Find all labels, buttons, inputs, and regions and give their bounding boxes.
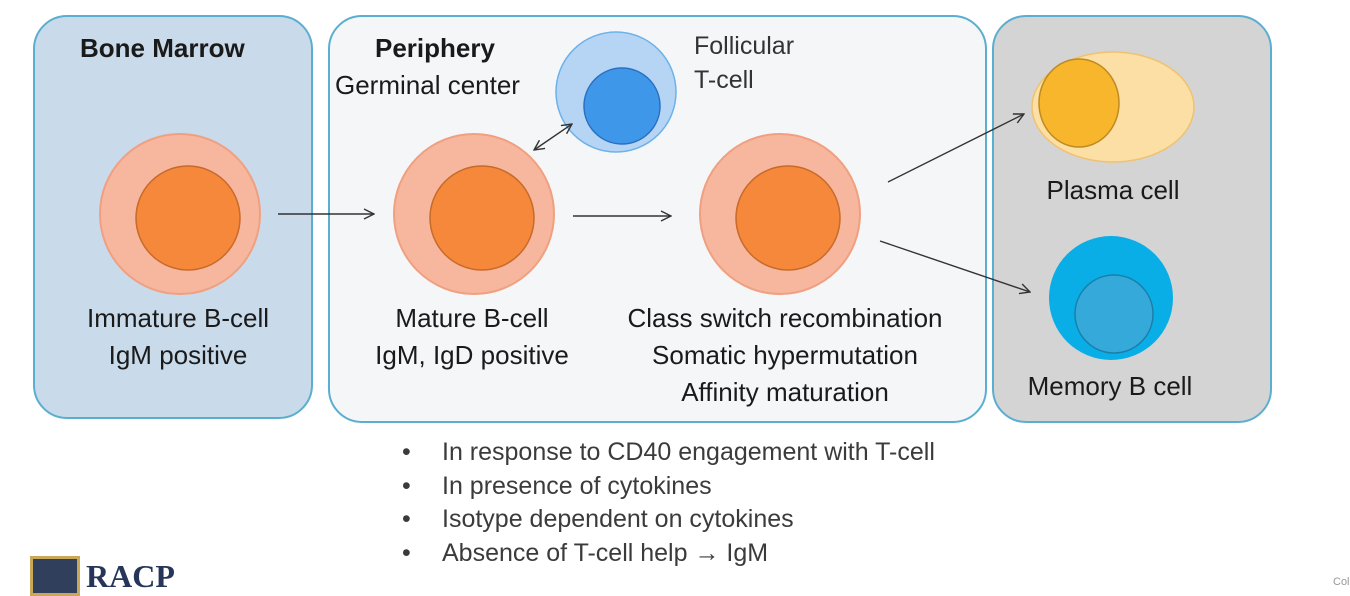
- racp-logo: RACP: [30, 556, 175, 596]
- racp-logo-text: RACP: [86, 557, 175, 594]
- follicular-t-cell: [555, 31, 677, 153]
- bullet-item: •In response to CD40 engagement with T-c…: [398, 436, 935, 470]
- bone-marrow-title: Bone Marrow: [80, 33, 245, 63]
- memory-b-cell: [1049, 236, 1173, 360]
- follicular-t-cell-label-line2: T-cell: [694, 66, 754, 94]
- arrow-to-memory-cell: [879, 240, 1030, 292]
- bullet-dot: •: [402, 438, 411, 466]
- mature-b-cell: [393, 133, 555, 295]
- mature-b-cell-label-line1: Mature B-cell: [395, 303, 549, 333]
- memory-b-cell-label: Memory B cell: [1027, 371, 1193, 401]
- bullet-dot: •: [402, 538, 411, 567]
- mature-b-cell-label-line2: IgM, IgD positive: [375, 340, 569, 370]
- arrow-tcell-interaction: [534, 124, 572, 150]
- germinal-b-cell: [699, 133, 861, 295]
- mature-b-cell-nucleus: [429, 165, 535, 271]
- plasma-cell-label: Plasma cell: [1046, 175, 1180, 205]
- germinal-process-line1: Class switch recombination: [627, 303, 943, 333]
- germinal-process-line3: Affinity maturation: [681, 377, 889, 407]
- germinal-b-cell-nucleus: [735, 165, 841, 271]
- germinal-process-line2: Somatic hypermutation: [652, 340, 918, 370]
- plasma-cell-nucleus: [1038, 58, 1120, 148]
- bullet-item: •Absence of T-cell help → IgM: [398, 537, 935, 571]
- crest-icon: [30, 556, 80, 596]
- mechanism-bullet-list: •In response to CD40 engagement with T-c…: [398, 436, 935, 570]
- follicular-t-cell-label-line1: Follicular: [694, 32, 795, 60]
- immature-b-cell-label-line2: IgM positive: [108, 340, 248, 370]
- follicular-t-cell-nucleus: [583, 67, 661, 145]
- immature-b-cell-nucleus: [135, 165, 241, 271]
- immature-b-cell-label-line1: Immature B-cell: [86, 303, 270, 333]
- periphery-title: Periphery: [375, 33, 495, 63]
- bullet-dot: •: [402, 471, 411, 500]
- bullet-item: •Isotype dependent on cytokines: [398, 503, 935, 537]
- germinal-center-subtitle: Germinal center: [335, 70, 520, 100]
- plasma-cell: [1031, 51, 1195, 163]
- memory-b-cell-nucleus: [1074, 274, 1154, 354]
- arrow-to-plasma-cell: [887, 114, 1024, 183]
- bullet-dot: •: [402, 505, 411, 533]
- corner-watermark: Coll: [1333, 576, 1350, 588]
- immature-b-cell: [99, 133, 261, 295]
- bullet-item: •In presence of cytokines: [398, 470, 935, 504]
